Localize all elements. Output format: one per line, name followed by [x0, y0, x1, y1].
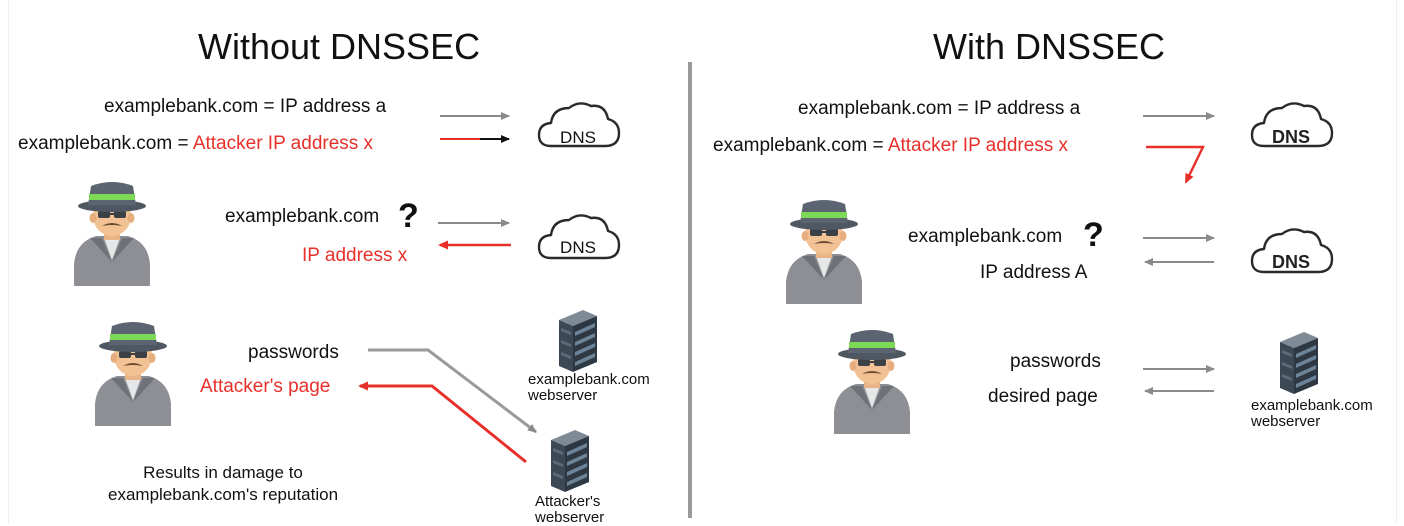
left-sent-label: passwords	[248, 342, 339, 363]
left-received-label: Attacker's page	[200, 376, 331, 397]
spy-icon	[786, 200, 862, 304]
dns-cloud-label: DNS	[560, 128, 596, 147]
panel-divider	[688, 62, 692, 518]
right-query-domain: examplebank.com	[908, 226, 1063, 247]
bank-server-icon	[1280, 332, 1318, 394]
arrow-icon	[358, 381, 527, 464]
right-received-label: desired page	[988, 386, 1098, 407]
right-question-mark: ?	[1083, 216, 1104, 254]
dns-cloud-icon: DNS	[1250, 102, 1334, 148]
spy-icon	[834, 330, 910, 434]
row2-equals: =	[177, 133, 189, 154]
left-query-reply: IP address x	[302, 245, 408, 266]
row1-equals: =	[263, 96, 275, 117]
right-row2: examplebank.com = Attacker IP address x	[713, 135, 1068, 157]
attacker-server-icon	[551, 430, 589, 492]
bank-server-icon	[559, 310, 597, 372]
right-sent-label: passwords	[1010, 351, 1101, 372]
arrow-icon	[1146, 145, 1205, 184]
attacker-server-label: Attacker's webserver	[535, 493, 605, 526]
left-title: Without DNSSEC	[198, 26, 481, 67]
dns-cloud-label: DNS	[560, 238, 596, 257]
right-title: With DNSSEC	[933, 26, 1166, 67]
left-bank-server-label: examplebank.com webserver	[528, 371, 650, 404]
row1-equals: =	[957, 98, 969, 119]
row2-attacker-value: Attacker IP address x	[192, 133, 374, 154]
dns-cloud-icon: DNS	[537, 102, 621, 148]
left-row2: examplebank.com = Attacker IP address x	[18, 133, 373, 155]
spy-icon	[95, 322, 171, 426]
left-query-domain: examplebank.com	[225, 206, 380, 227]
left-row1: examplebank.com = IP address a	[104, 96, 386, 118]
right-query-reply: IP address A	[980, 262, 1088, 283]
spy-icon	[74, 182, 150, 286]
row1-domain: examplebank.com	[798, 98, 953, 119]
left-edge-line	[8, 0, 9, 524]
right-edge-line	[1396, 0, 1397, 524]
row2-domain: examplebank.com	[713, 135, 868, 156]
result-text: Results in damage to examplebank.com's r…	[108, 463, 339, 504]
right-bank-server-label: examplebank.com webserver	[1251, 397, 1373, 430]
dns-cloud-label: DNS	[1272, 127, 1310, 147]
dns-cloud-icon: DNS	[537, 214, 621, 260]
row1-value: IP address a	[973, 98, 1081, 119]
dns-cloud-label: DNS	[1272, 252, 1310, 272]
row2-attacker-value: Attacker IP address x	[887, 135, 1069, 156]
row2-equals: =	[872, 135, 884, 156]
row1-value: IP address a	[279, 96, 387, 117]
arrow-icon	[368, 348, 537, 434]
left-question-mark: ?	[398, 197, 419, 235]
right-row1: examplebank.com = IP address a	[798, 98, 1080, 120]
row1-domain: examplebank.com	[104, 96, 259, 117]
row2-domain: examplebank.com	[18, 133, 173, 154]
dns-cloud-icon: DNS	[1250, 228, 1334, 274]
